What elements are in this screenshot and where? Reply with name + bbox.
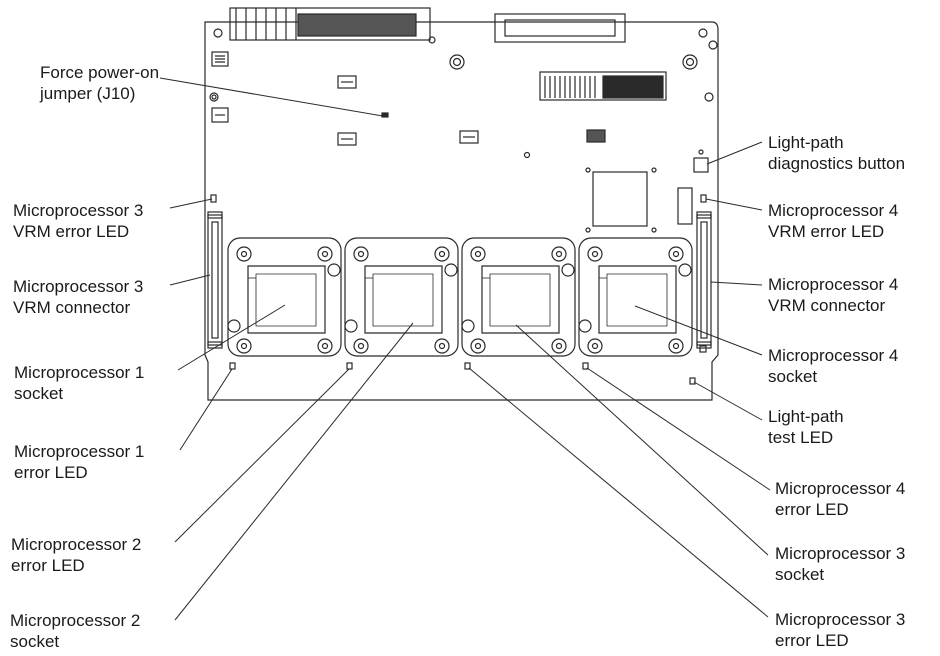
header-block — [459, 130, 479, 144]
mount-hole — [428, 36, 436, 44]
force-power-on-jumper — [381, 112, 389, 118]
top-left-connector — [229, 7, 431, 41]
light-path-button — [693, 157, 709, 173]
mp4-vrm-connector — [696, 211, 712, 349]
mount-hole — [699, 345, 707, 353]
board-outline — [204, 21, 719, 401]
mount-hole — [698, 28, 708, 38]
leader-lines — [159, 77, 771, 621]
header-block — [211, 51, 229, 67]
mount-hole — [523, 151, 531, 159]
header-block — [586, 129, 606, 143]
mount-hole — [698, 149, 704, 155]
header-block — [337, 132, 357, 146]
mp1-socket — [227, 237, 342, 357]
standoff — [452, 57, 462, 67]
header-block — [337, 75, 357, 89]
chip — [585, 167, 657, 233]
heatsink-block — [539, 71, 667, 101]
standoff — [685, 57, 695, 67]
standoff — [682, 54, 698, 70]
mp3-socket — [461, 237, 576, 357]
mount-hole — [211, 94, 217, 100]
mount-hole — [708, 40, 718, 50]
top-right-connector — [494, 13, 626, 43]
vrm-component — [677, 187, 693, 225]
mp1-error-led — [229, 362, 236, 370]
mp3-vrm-connector — [207, 211, 223, 349]
mount-hole — [213, 28, 223, 38]
mount-hole — [704, 92, 714, 102]
mp2-error-led — [346, 362, 353, 370]
light-path-test-led — [689, 377, 696, 385]
standoff — [449, 54, 465, 70]
mp4-error-led — [582, 362, 589, 370]
header-block — [211, 107, 229, 123]
mp4-socket — [578, 237, 693, 357]
mp4-vrm-error-led — [700, 194, 707, 203]
mp3-error-led — [464, 362, 471, 370]
mp2-socket — [344, 237, 459, 357]
mount-hole — [209, 92, 219, 102]
mp3-vrm-error-led — [210, 194, 217, 203]
